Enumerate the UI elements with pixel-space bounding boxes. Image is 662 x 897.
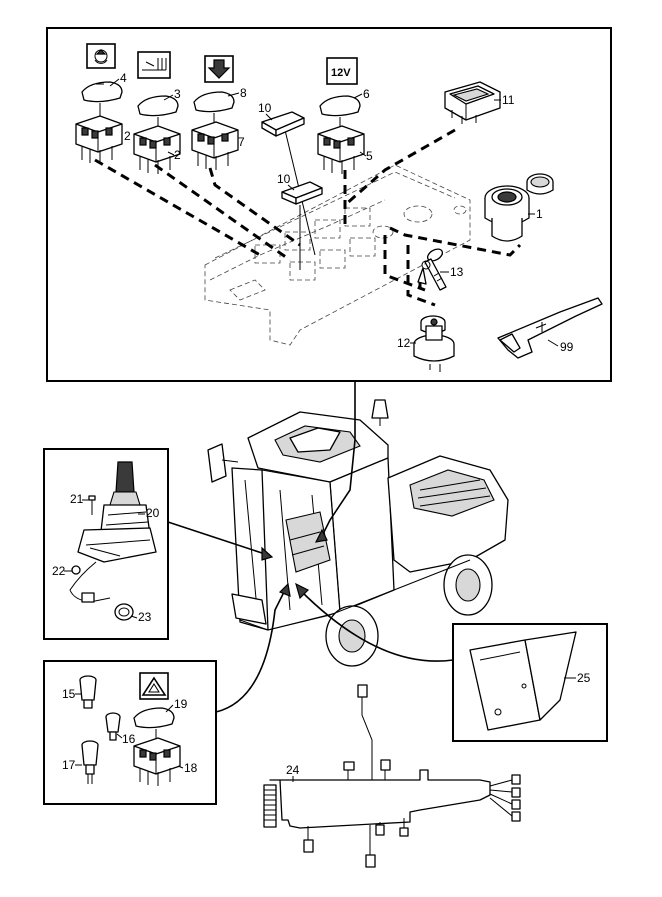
callout-21: 21 (70, 492, 84, 506)
routing-lines (94, 128, 522, 307)
part-22-nut (71, 565, 81, 575)
switch-cap-3 (137, 95, 179, 117)
harness-branches (303, 684, 521, 868)
callout-17: 17 (62, 758, 76, 772)
part-17-indicator-lamp (81, 740, 99, 784)
mirror (207, 443, 227, 483)
part-11-holder (444, 81, 501, 124)
part-12-ignition-switch (413, 315, 455, 372)
switch-cap-19 (133, 707, 175, 729)
part-16-indicator-lamp (105, 712, 121, 741)
callout-1: 1 (536, 207, 543, 221)
callout-10a: 10 (258, 101, 272, 115)
callout-20: 20 (146, 506, 160, 520)
joystick-cable (69, 561, 111, 603)
part-15-indicator-lamp (79, 675, 97, 709)
joystick (77, 461, 157, 563)
switch-assembly-8 (191, 55, 239, 170)
instrument-panel-detail: 12V (46, 27, 612, 382)
harness-main-connector (263, 784, 277, 828)
switch-assembly-4 (75, 43, 123, 164)
switch-cap-8 (193, 91, 235, 113)
callout-4: 4 (120, 71, 127, 85)
switch-cap-4 (81, 81, 123, 103)
panel-housing-outline (204, 164, 471, 346)
callout-24: 24 (286, 763, 300, 777)
beacon (371, 399, 389, 419)
pointer-switches (215, 589, 286, 713)
machine-overview (167, 381, 509, 713)
callout-15: 15 (62, 687, 76, 701)
callout-12: 12 (397, 336, 411, 350)
callout-7: 7 (238, 135, 245, 149)
hazard-symbol (139, 672, 169, 700)
rotating-beacon-icon (86, 43, 116, 69)
blank-cover-10b (281, 181, 323, 205)
callout-99: 99 (560, 340, 574, 354)
callout-5: 5 (366, 149, 373, 163)
switch-assembly-6: 12V (317, 57, 365, 174)
callout-19: 19 (174, 697, 188, 711)
callout-10b: 10 (277, 172, 291, 186)
rocker-switch-5 (317, 125, 365, 174)
callout-11: 11 (502, 93, 515, 107)
switch-cap-6 (319, 95, 361, 117)
part-23-grommet (114, 603, 134, 621)
callout-23: 23 (138, 610, 152, 624)
part-13-key (417, 248, 447, 291)
12v-socket-icon (326, 57, 358, 85)
callout-8: 8 (240, 86, 247, 100)
part-1-socket (484, 173, 554, 242)
switch-assembly-3 (133, 51, 181, 174)
bracket-detail: 25 (452, 623, 608, 742)
part-24-harness (269, 769, 491, 829)
callout-18: 18 (184, 761, 198, 775)
joystick-detail: 21 20 22 23 (43, 448, 169, 640)
part-99-removal-tool (497, 297, 603, 359)
callout-6: 6 (363, 87, 370, 101)
12v-label: 12V (331, 67, 351, 79)
rear-wiper-icon (137, 51, 171, 79)
rocker-switch-7 (191, 121, 239, 170)
rocker-switch-2a (75, 115, 123, 164)
hazard-detail-frame (43, 660, 217, 805)
hazard-switch-detail: 15 16 17 19 18 (43, 660, 217, 805)
part-25-bracket (469, 631, 577, 731)
part-21-screw (88, 495, 96, 515)
rocker-switch-2b (133, 125, 181, 174)
callout-16: 16 (122, 732, 136, 746)
callout-3: 3 (174, 87, 181, 101)
pointer-bracket (299, 589, 454, 662)
wiring-harness: 24 (263, 684, 521, 868)
callout-13: 13 (450, 265, 464, 279)
blank-cover-10a (261, 111, 305, 137)
rocker-switch-18 (133, 737, 181, 786)
callout-25: 25 (577, 671, 591, 685)
pointer-top (319, 381, 356, 541)
callout-22: 22 (52, 564, 66, 578)
callout-2a: 2 (124, 129, 131, 143)
pointer-joystick (167, 521, 269, 556)
callout-2b: 2 (174, 148, 181, 162)
